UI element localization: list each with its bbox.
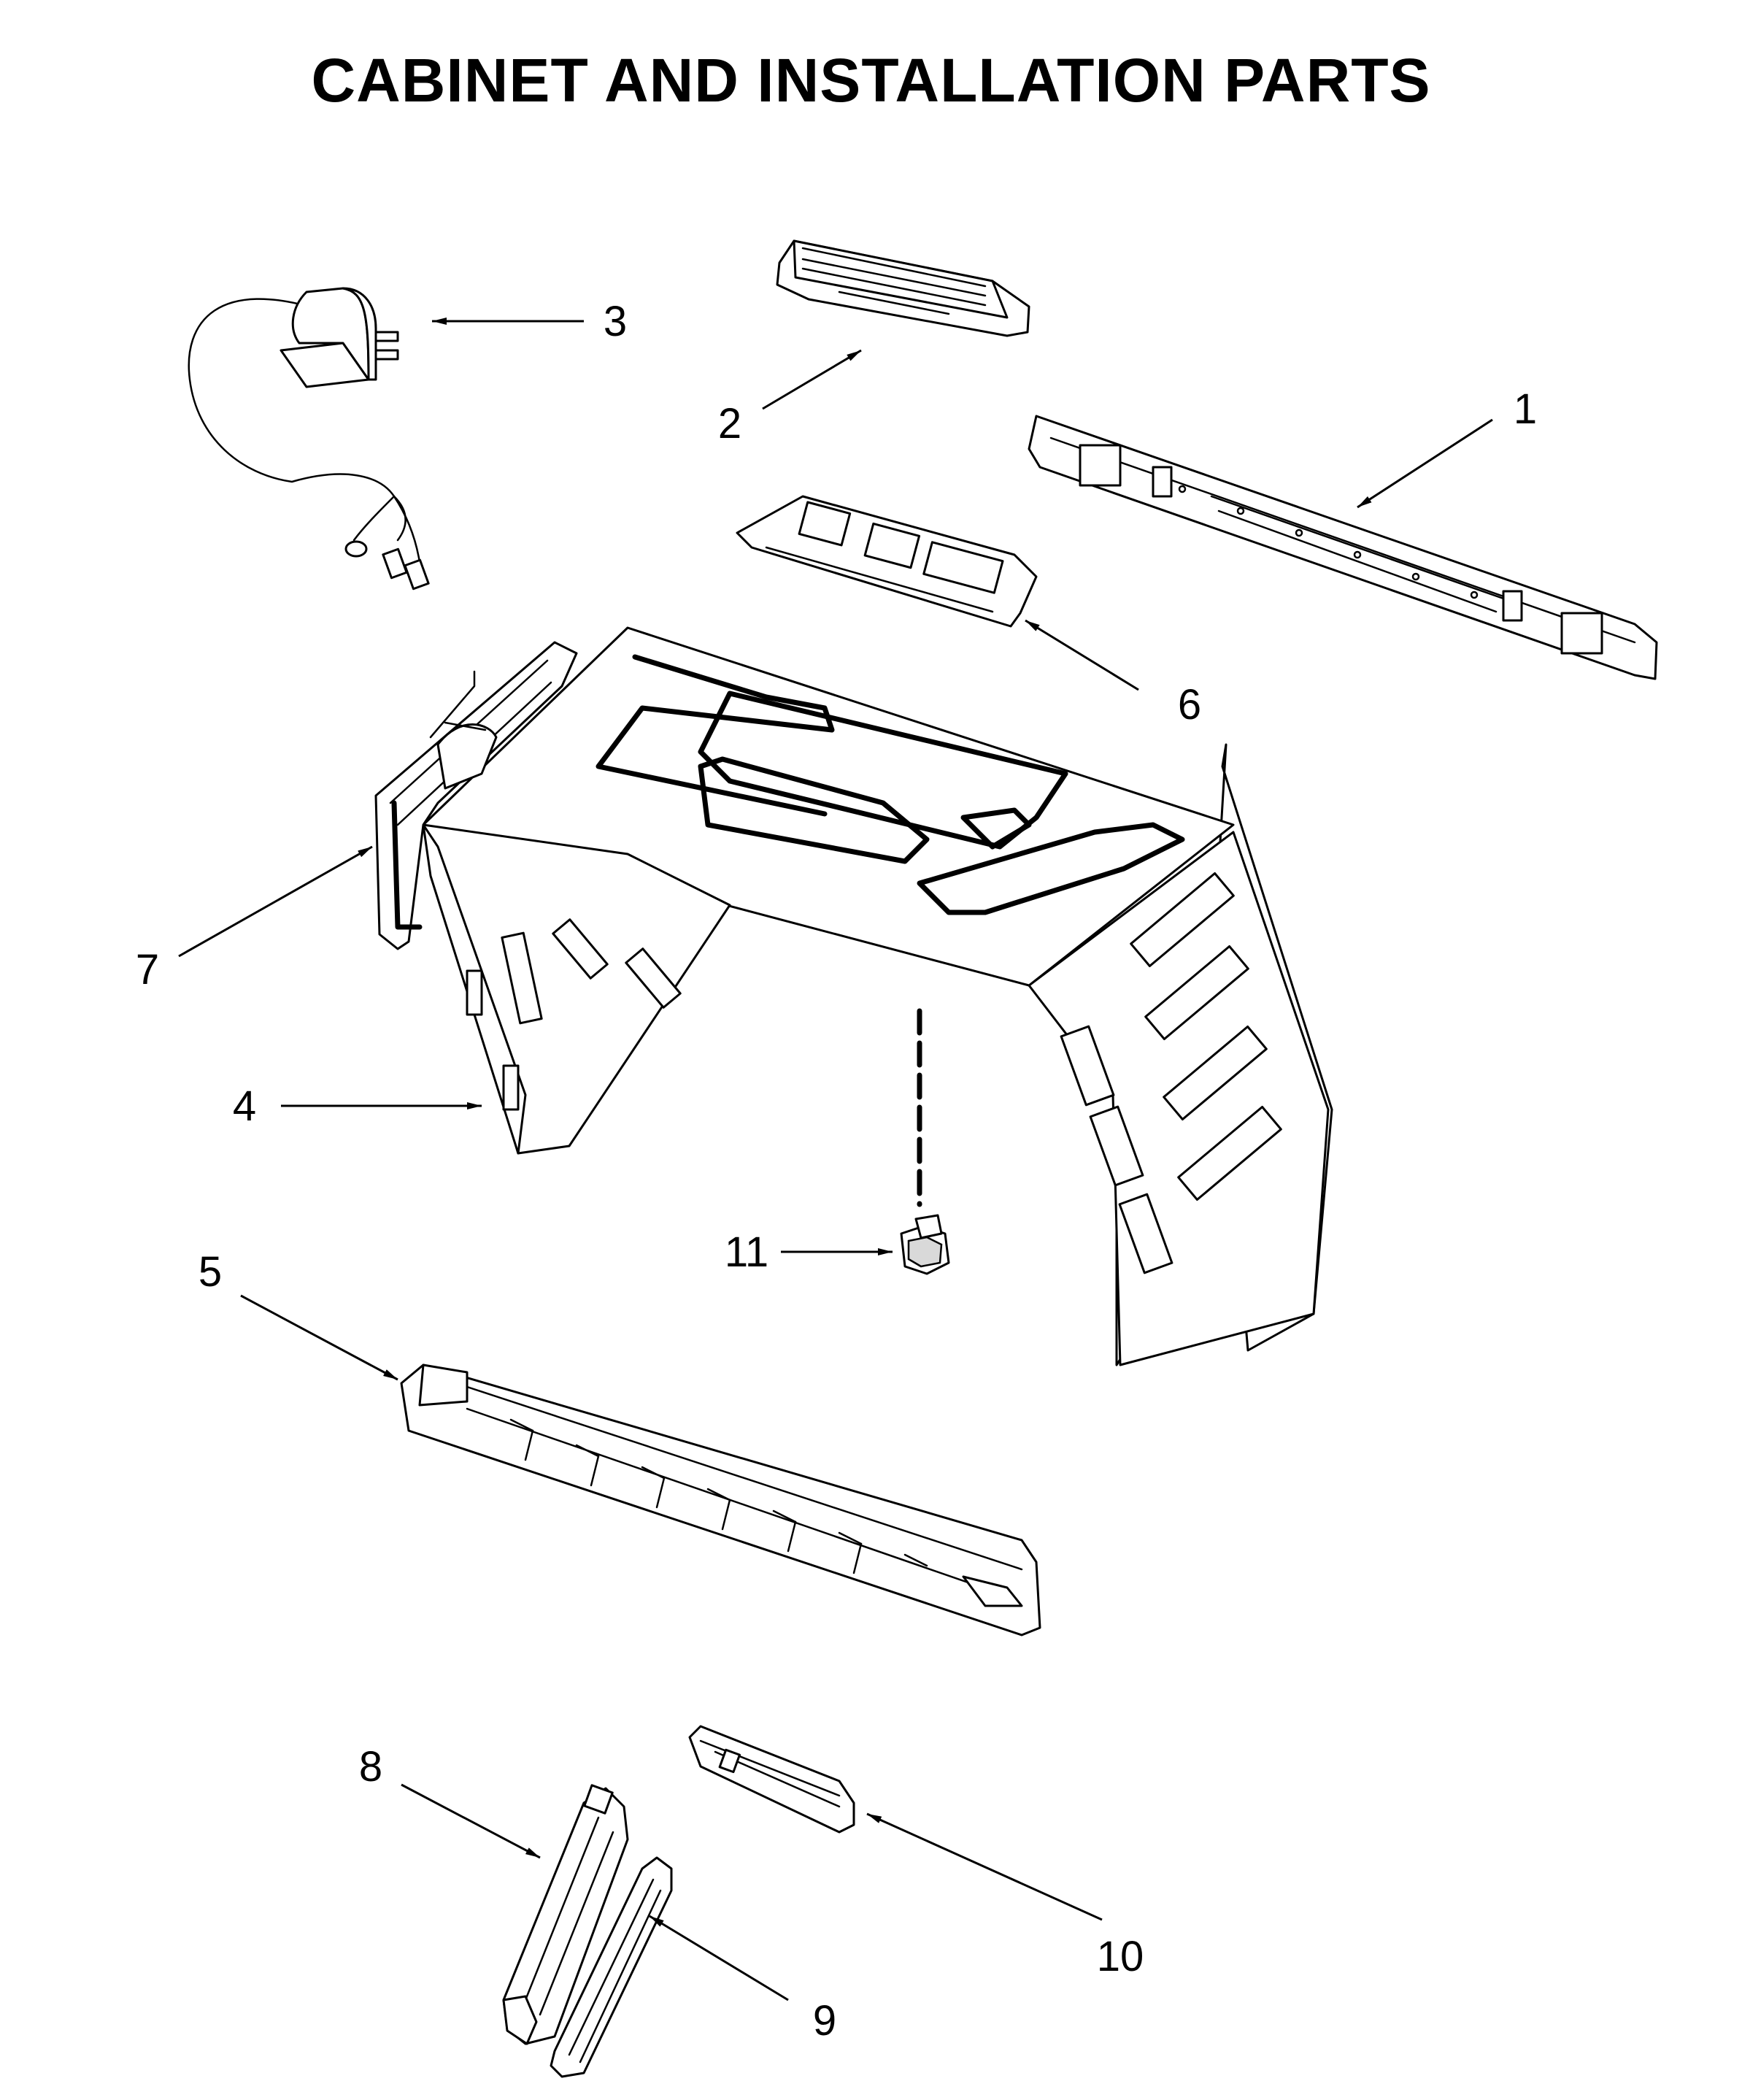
callout-1: 1	[1514, 385, 1537, 433]
left-bracket-part	[502, 1784, 629, 2045]
arrow-8	[401, 1783, 541, 1859]
arrow-10	[866, 1812, 1103, 1921]
arrow-9	[649, 1915, 789, 2001]
power-cord-part	[188, 287, 430, 591]
callout-9: 9	[813, 1997, 836, 2045]
callout-10: 10	[1097, 1933, 1144, 1980]
side-duct-part	[374, 641, 578, 950]
page-title: CABINET AND INSTALLATION PARTS	[311, 46, 1431, 115]
callout-7: 7	[136, 946, 159, 993]
callout-5: 5	[199, 1248, 222, 1296]
right-bracket-part	[688, 1725, 855, 1834]
callout-arrows	[178, 318, 1493, 2001]
callout-6: 6	[1178, 681, 1201, 728]
callout-labels: 1 2 3 4 5 6 7 8 9 10 11	[136, 298, 1537, 2045]
bracket-cover-part	[550, 1856, 673, 2078]
top-bracket-part	[776, 239, 1030, 337]
callout-4: 4	[233, 1082, 256, 1130]
arrow-2	[762, 349, 862, 410]
callout-3: 3	[604, 298, 627, 345]
callout-8: 8	[359, 1743, 382, 1791]
clip-part	[900, 1214, 950, 1275]
arrow-6	[1025, 619, 1139, 691]
callout-2: 2	[718, 400, 741, 447]
mounting-plate-part	[1028, 415, 1658, 680]
arrow-5	[240, 1294, 398, 1381]
cabinet-wrapper-part	[422, 626, 1333, 1366]
arrow-1	[1357, 418, 1493, 509]
callout-11: 11	[725, 1228, 768, 1276]
front-trim-part	[400, 1364, 1041, 1636]
arrow-7	[178, 845, 373, 958]
top-plate-part	[736, 495, 1038, 628]
